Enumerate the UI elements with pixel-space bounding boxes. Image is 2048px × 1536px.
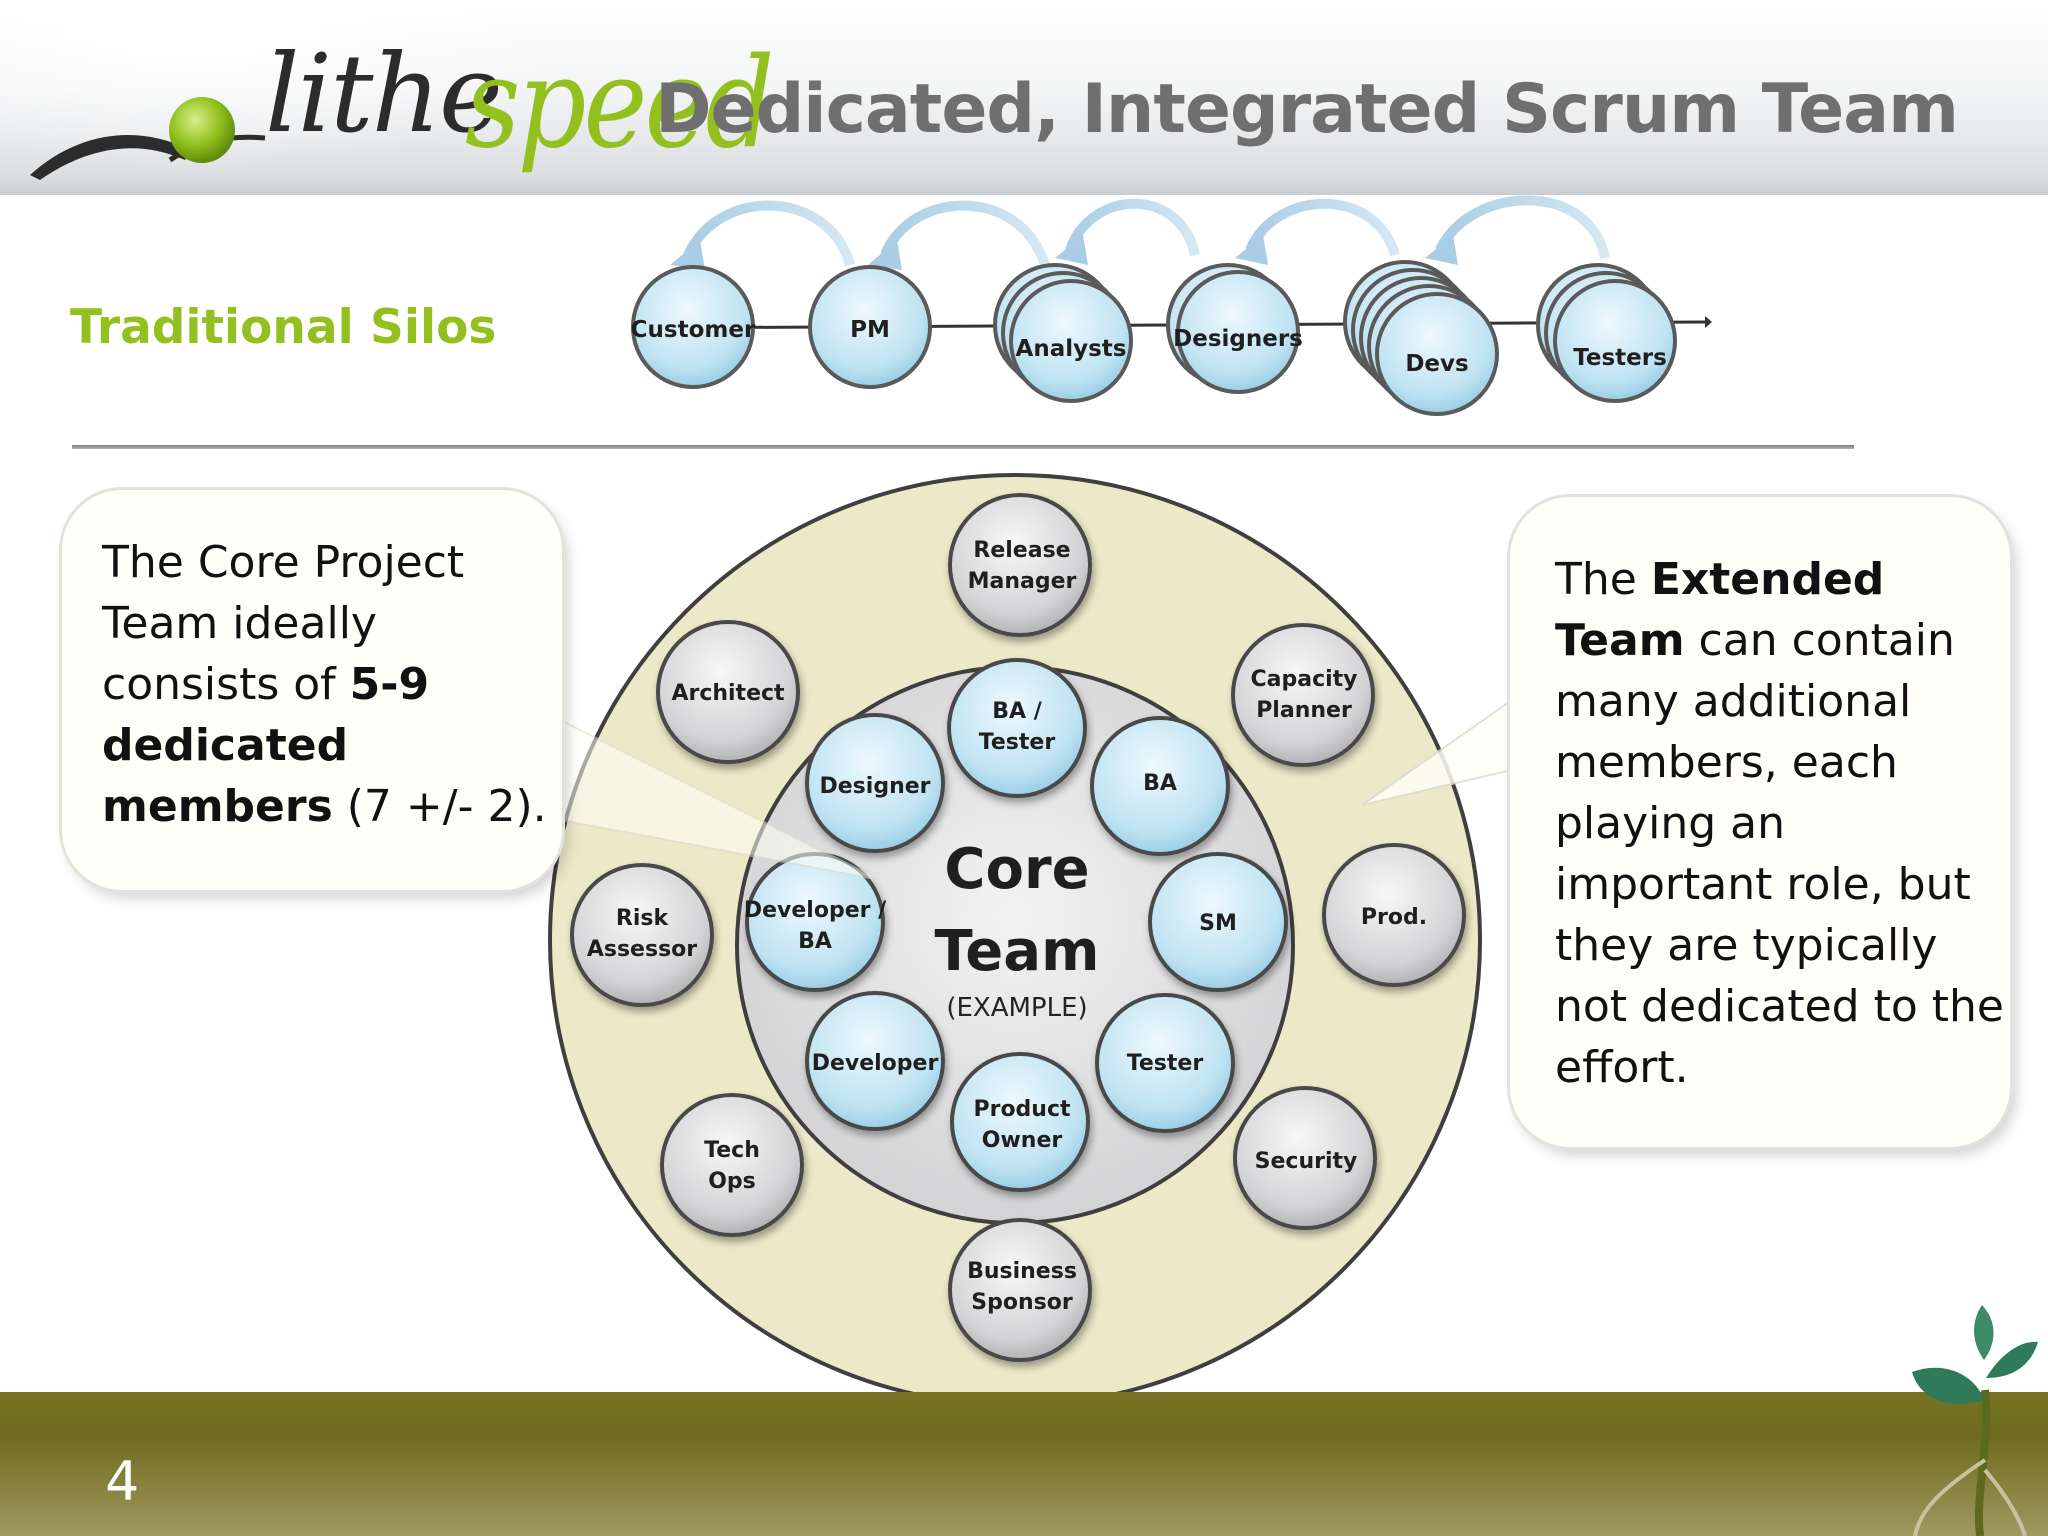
silo-analysts: Analysts <box>993 263 1133 403</box>
silo-flow-arrowhead-icon <box>1705 316 1712 328</box>
core-member-tester: Tester <box>1095 993 1235 1133</box>
node-label: BA / <box>992 699 1042 724</box>
extended-member-capacity-planner: Capacity Planner <box>1231 623 1375 767</box>
core-member-developer-ba: Developer / BA <box>744 852 887 992</box>
callout-text: can contain many additional members, eac… <box>1555 615 2004 1093</box>
arrowhead-icon <box>1055 235 1088 265</box>
node-label: Product <box>973 1097 1071 1122</box>
silo-label: Analysts <box>1016 336 1127 362</box>
logo-text-lithe: lithe <box>265 32 503 157</box>
silos-diagram: Customer PM Analysts Designers Devs Test… <box>631 195 1712 416</box>
node-label: Capacity <box>1250 667 1357 692</box>
core-member-product-owner: Product Owner <box>950 1052 1090 1192</box>
node-label: Designer <box>820 774 931 799</box>
core-member-ba-tester: BA / Tester <box>947 658 1087 798</box>
extended-team-callout: The Extended Team can contain many addit… <box>1510 497 2010 1147</box>
core-member-ba: BA <box>1090 716 1230 856</box>
core-member-designer: Designer <box>805 713 945 853</box>
node-label: Prod. <box>1361 905 1427 930</box>
node-label: SM <box>1199 911 1237 936</box>
extended-member-tech-ops: Tech Ops <box>660 1093 804 1237</box>
extended-member-risk-assessor: Risk Assessor <box>570 863 714 1007</box>
silo-pm: PM <box>808 265 932 389</box>
silo-label: Designers <box>1173 326 1303 352</box>
node-label: Security <box>1255 1149 1358 1174</box>
extended-member-architect: Architect <box>656 620 800 764</box>
traditional-silos-label: Traditional Silos <box>70 300 497 355</box>
silo-testers: Testers <box>1536 263 1677 403</box>
extended-member-release-manager: Release Manager <box>948 493 1092 637</box>
core-member-developer: Developer <box>805 991 945 1131</box>
header-bar <box>0 0 2048 195</box>
node-label: Business <box>967 1259 1077 1284</box>
core-team-title-line2: Team <box>935 919 1100 984</box>
footer-ground-band <box>0 1392 2048 1536</box>
arrowhead-icon <box>868 240 902 270</box>
node-label: Assessor <box>587 937 697 962</box>
node-label: Tester <box>979 730 1056 755</box>
extended-member-security: Security <box>1233 1086 1377 1230</box>
silo-devs: Devs <box>1343 260 1499 416</box>
node-label: Tech <box>704 1138 760 1163</box>
extended-team-callout-text: The Extended Team can contain many addit… <box>1555 549 2010 1098</box>
callout-text: (7 +/- 2). <box>332 781 547 832</box>
lithespeed-logo: lithe speed <box>20 20 775 190</box>
logo-text-speed: speed <box>465 32 775 176</box>
page-number: 4 <box>105 1450 140 1513</box>
callout-bold-text: Extended Team <box>1555 554 1885 666</box>
core-team-subtitle: (EXAMPLE) <box>946 993 1087 1023</box>
silo-handoff-arrows <box>683 195 1610 267</box>
node-label: Ops <box>708 1169 756 1194</box>
silo-designers: Designers <box>1166 263 1303 394</box>
silo-customer: Customer <box>631 265 756 389</box>
node-label: Tester <box>1127 1051 1204 1076</box>
logo-swoosh-icon <box>30 97 266 180</box>
section-divider <box>72 445 1854 449</box>
arrowhead-icon <box>1425 235 1458 265</box>
core-member-sm: SM <box>1148 852 1288 992</box>
callout-bold-text: 5-9 dedicated members <box>102 659 430 832</box>
node-label: Release <box>973 538 1070 563</box>
node-label: Risk <box>616 906 670 931</box>
node-label: Architect <box>671 681 785 706</box>
arrowhead-icon <box>1235 235 1268 265</box>
core-team-callout-text: The Core Project Team ideally consists o… <box>102 532 562 837</box>
node-label: BA <box>798 929 832 954</box>
header-light-rays <box>0 0 640 195</box>
node-label: Manager <box>968 569 1077 594</box>
silo-label: Customer <box>631 317 756 343</box>
core-team-title-line1: Core <box>944 837 1089 902</box>
silo-label: PM <box>850 317 890 343</box>
node-label: Owner <box>982 1128 1063 1153</box>
sprout-icon <box>1912 1305 2038 1536</box>
slide-title: Dedicated, Integrated Scrum Team <box>655 70 1959 149</box>
silo-handoff-arrowheads <box>670 235 1458 270</box>
extended-member-business-sponsor: Business Sponsor <box>948 1218 1092 1362</box>
callout-text: The <box>1555 554 1651 605</box>
node-label: Planner <box>1256 698 1352 723</box>
node-label: BA <box>1143 771 1177 796</box>
core-team-callout: The Core Project Team ideally consists o… <box>62 490 562 890</box>
arrowhead-icon <box>670 240 705 270</box>
silo-label: Devs <box>1405 351 1468 377</box>
callout-text: The Core Project Team ideally consists o… <box>102 537 465 710</box>
node-label: Developer <box>812 1051 939 1076</box>
extended-member-prod: Prod. <box>1322 843 1466 987</box>
node-label: Sponsor <box>971 1290 1073 1315</box>
node-label: Developer / <box>744 898 887 923</box>
silo-label: Testers <box>1573 345 1667 371</box>
